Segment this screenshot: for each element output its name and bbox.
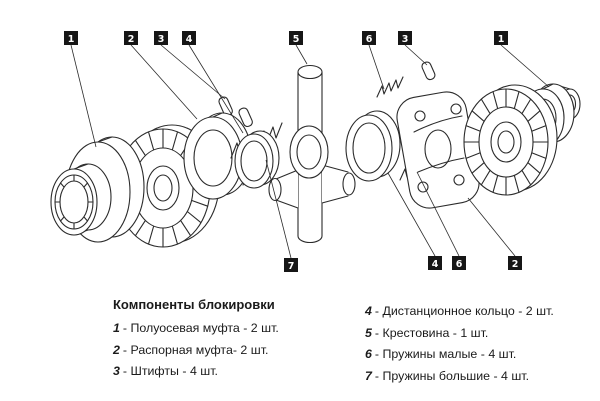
legend-item-label: - Полуосевая муфта - 2 шт.	[122, 321, 279, 335]
legend-item-4: 4- Дистанционное кольцо - 2 шт.	[365, 301, 554, 323]
svg-text:2: 2	[512, 259, 519, 270]
callout-3-right: 3	[398, 31, 412, 45]
legend-item-2: 2- Распорная муфта- 2 шт.	[113, 340, 279, 362]
callout-3-left: 3	[154, 31, 168, 45]
legend-right-column: 4- Дистанционное кольцо - 2 шт. 5- Крест…	[365, 301, 554, 387]
part-side-gear-right	[463, 84, 558, 196]
legend-item-label: - Пружины малые - 4 шт.	[374, 347, 517, 361]
svg-text:4: 4	[186, 34, 193, 45]
svg-text:4: 4	[432, 259, 439, 270]
callouts: 1 2 3 4 5 6 3	[64, 31, 522, 272]
legend-item-number: 3	[113, 364, 120, 378]
legend-item-5: 5- Крестовина - 1 шт.	[365, 323, 554, 345]
svg-text:2: 2	[128, 34, 135, 45]
svg-text:7: 7	[288, 261, 295, 272]
part-spacer-ring-left	[234, 130, 280, 189]
svg-text:3: 3	[402, 34, 409, 45]
legend-item-number: 7	[365, 368, 372, 383]
exploded-view-diagram: 1 2 3 4 5 6 3	[50, 31, 581, 272]
callout-1-left: 1	[64, 31, 78, 45]
part-spacer-coupling-right	[396, 61, 480, 209]
legend-item-label: - Дистанционное кольцо - 2 шт.	[374, 304, 554, 318]
callout-6-top: 6	[362, 31, 376, 45]
svg-text:6: 6	[456, 259, 463, 270]
svg-text:1: 1	[68, 34, 75, 45]
pin-icon	[421, 61, 436, 81]
legend-item-number: 4	[365, 304, 372, 318]
legend-item-7: 7- Пружины большие - 4 шт.	[365, 366, 554, 388]
svg-text:6: 6	[366, 34, 373, 45]
callout-4-bottom: 4	[428, 256, 442, 270]
legend-item-number: 1	[113, 321, 120, 335]
legend-item-label: - Штифты - 4 шт.	[122, 364, 218, 378]
part-spacer-ring-right	[345, 110, 401, 182]
legend-item-3: 3- Штифты - 4 шт.	[113, 361, 279, 383]
legend-item-number: 6	[365, 347, 372, 361]
callout-4-top: 4	[182, 31, 196, 45]
callout-7: 7	[284, 258, 298, 272]
callout-leader-lines	[70, 44, 550, 259]
legend-item-label: - Крестовина - 1 шт.	[374, 325, 489, 340]
svg-text:1: 1	[498, 34, 505, 45]
callout-5: 5	[289, 31, 303, 45]
legend-item-6: 6- Пружины малые - 4 шт.	[365, 344, 554, 366]
part-cross	[268, 64, 356, 244]
callout-2-bottom: 2	[508, 256, 522, 270]
callout-2-top: 2	[124, 31, 138, 45]
spline-ticks	[54, 174, 94, 230]
legend-item-label: - Распорная муфта- 2 шт.	[122, 342, 269, 357]
legend-item-1: 1- Полуосевая муфта - 2 шт.	[113, 318, 279, 340]
svg-text:5: 5	[293, 34, 300, 45]
legend-item-number: 5	[365, 325, 372, 340]
callout-6-bottom: 6	[452, 256, 466, 270]
pin-icon	[238, 107, 253, 128]
legend-title: Компоненты блокировки	[113, 297, 275, 312]
legend-item-number: 2	[113, 342, 120, 357]
legend-left-column: Компоненты блокировки 1- Полуосевая муфт…	[113, 297, 279, 383]
svg-text:3: 3	[158, 34, 165, 45]
callout-1-right: 1	[494, 31, 508, 45]
legend-item-label: - Пружины большие - 4 шт.	[374, 368, 530, 383]
part-axle-coupling-left	[50, 136, 145, 243]
